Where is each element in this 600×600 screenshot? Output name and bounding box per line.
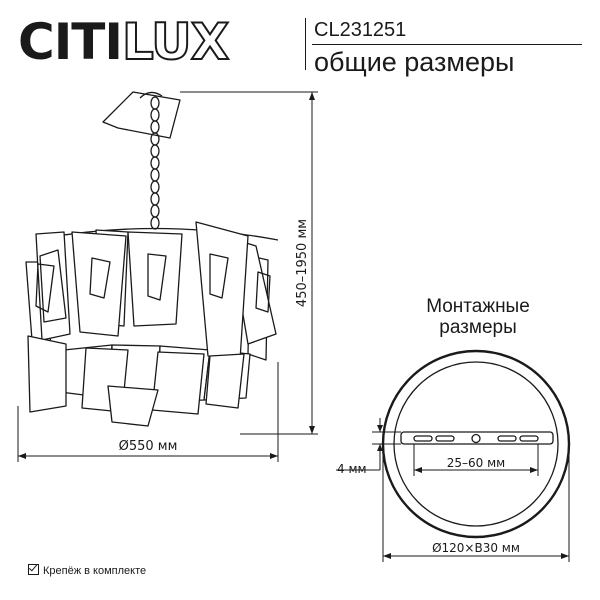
checkbox-icon [28,564,39,575]
brand-logo: CITILUX [18,12,230,72]
footer-note: Крепёж в комплекте [28,563,146,578]
header-rule [312,44,582,45]
mount-size-label: Ø120×В30 мм [432,541,520,555]
chain-icon [150,96,160,230]
canopy-icon [102,91,181,139]
mount-dimensions-title: Монтажные размеры [426,296,530,338]
dimension-lines [17,91,570,562]
thickness-label: 4 мм [337,462,367,476]
chandelier-drawing [25,221,279,427]
diameter-label: Ø550 мм [119,439,178,454]
page-subtitle: общие размеры [314,47,515,77]
brand-logo-part2: LUX [121,12,230,72]
mounting-plate [381,349,571,539]
footer-note-text: Крепёж в комплекте [43,565,147,577]
hole-spacing-label: 25–60 мм [447,456,505,470]
brand-logo-part1: CITI [18,13,123,71]
model-number: CL231251 [314,19,407,41]
header-divider [305,18,306,70]
height-label: 450–1950 мм [295,219,310,307]
